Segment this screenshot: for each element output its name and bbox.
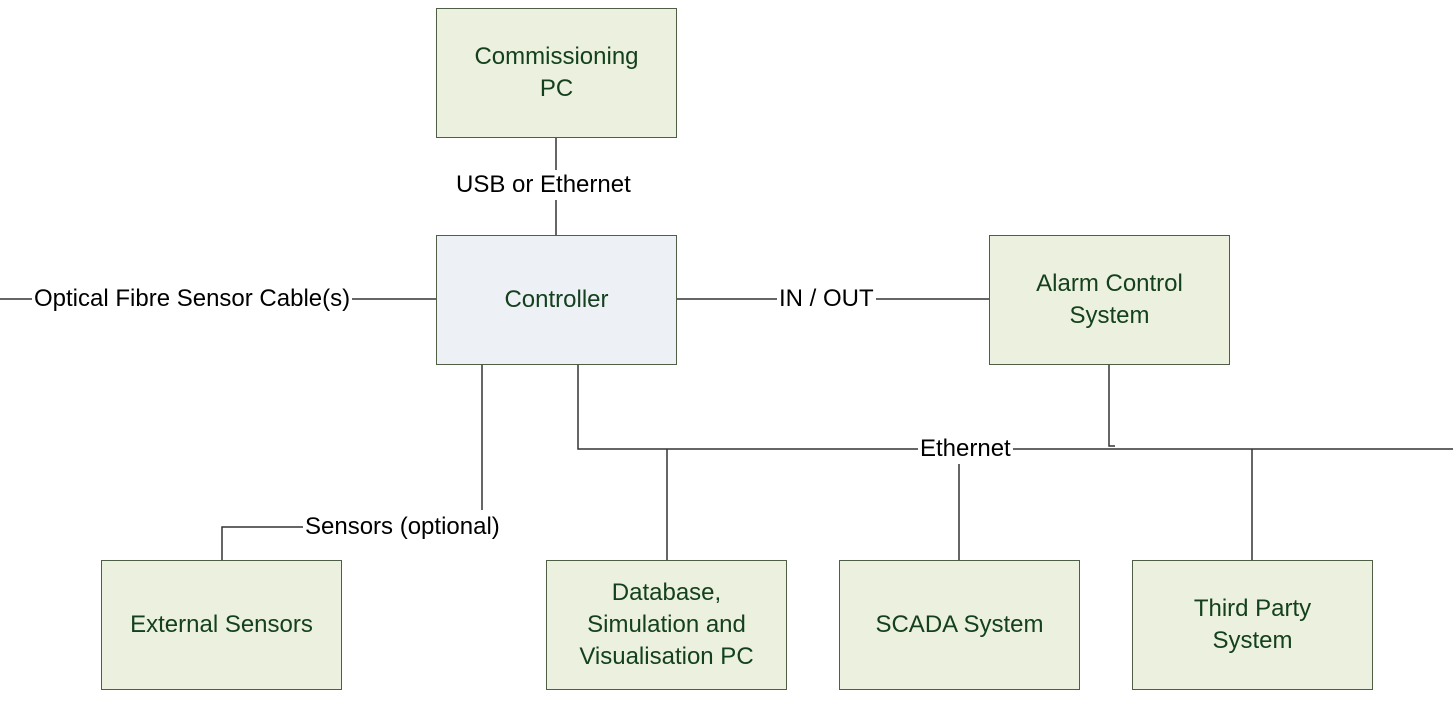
line-controller-ethernet: [577, 365, 1453, 450]
in-out-label: IN / OUT: [777, 284, 876, 314]
line-sensors-external: [221, 526, 310, 560]
ethernet-label: Ethernet: [918, 434, 1013, 464]
scada-label: SCADA System: [875, 611, 1044, 638]
usb-ethernet-label: USB or Ethernet: [454, 170, 633, 200]
external-sensors-label: External Sensors: [130, 611, 313, 638]
alarm-control-label: Alarm Control System: [1036, 270, 1183, 329]
scada-box: SCADA System: [839, 560, 1080, 690]
external-sensors-box: External Sensors: [101, 560, 342, 690]
sensors-optional-label: Sensors (optional): [303, 512, 502, 542]
third-party-box: Third Party System: [1132, 560, 1373, 690]
controller-label: Controller: [504, 286, 609, 313]
database-pc-label: Database, Simulation and Visualisation P…: [579, 579, 754, 670]
commissioning-pc-label: Commissioning PC: [474, 43, 639, 102]
database-pc-box: Database, Simulation and Visualisation P…: [546, 560, 787, 690]
commissioning-pc-box: Commissioning PC: [436, 8, 677, 138]
optical-fibre-label: Optical Fibre Sensor Cable(s): [32, 284, 353, 314]
line-alarm-ethernet: [1108, 365, 1115, 447]
alarm-control-box: Alarm Control System: [989, 235, 1230, 365]
controller-box: Controller: [436, 235, 677, 365]
third-party-label: Third Party System: [1193, 595, 1312, 654]
